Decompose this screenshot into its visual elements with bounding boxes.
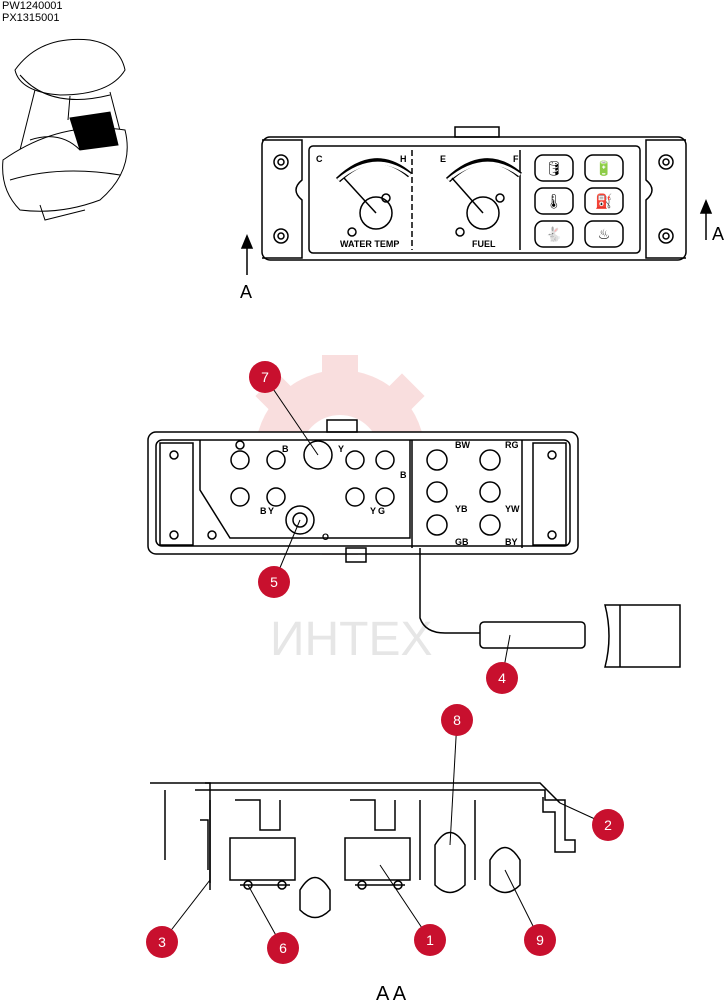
water-temp-label: WATER TEMP — [340, 239, 399, 249]
water-cold-mark: C — [316, 154, 323, 164]
wire-code-right-yb: YB — [455, 504, 468, 514]
wire-code-lower-left-b: B — [260, 506, 267, 516]
wire-code-lower-mid-b: G — [378, 506, 385, 516]
wire-code-center: O — [322, 532, 329, 542]
wire-code-lower-mid: Y — [370, 506, 376, 516]
part-code-2: PX1315001 — [2, 12, 60, 24]
wire-code-right-by: BY — [505, 537, 518, 547]
callout-8: 8 — [441, 704, 473, 736]
callout-7: 7 — [249, 361, 281, 393]
view-arrow-left-label: A — [240, 282, 252, 302]
fuel-pump-icon: ⛽ — [595, 193, 612, 210]
callouts: 7 5 4 8 2 3 6 1 9 — [146, 361, 624, 964]
coolant-icon: 🌡 — [545, 193, 563, 209]
callout-4: 4 — [486, 662, 518, 694]
view-arrow-right-label: A — [712, 224, 724, 244]
fuel-full-mark: F — [513, 154, 519, 164]
fuel-label: FUEL — [472, 239, 496, 249]
oil-pressure-icon: 🛢 — [545, 160, 563, 176]
wire-code-right-bw: BW — [455, 440, 470, 450]
svg-text:6: 6 — [279, 940, 287, 956]
watermark-text: ИНТЕХ — [270, 613, 433, 666]
fuel-empty-mark: E — [440, 154, 446, 164]
instrument-panel-rear — [147, 419, 579, 634]
water-hot-mark: H — [400, 154, 407, 164]
wire-code-upper-left-c: B — [400, 470, 407, 480]
bulb-socket — [479, 604, 681, 668]
svg-text:8: 8 — [453, 712, 461, 728]
battery-icon: 🔋 — [595, 160, 612, 177]
svg-text:5: 5 — [270, 574, 278, 590]
wire-code-right-gb: GB — [455, 537, 469, 547]
callout-2: 2 — [592, 809, 624, 841]
instrument-panel-front — [261, 126, 687, 261]
wire-code-right-yw: YW — [505, 504, 520, 514]
part-code-1: PW1240001 — [2, 0, 63, 12]
part-codes: PW1240001 PX1315001 — [2, 0, 63, 24]
section-aa — [150, 782, 576, 919]
svg-text:7: 7 — [261, 369, 269, 385]
svg-text:3: 3 — [158, 934, 166, 950]
svg-text:1: 1 — [426, 932, 434, 948]
wire-code-right-rg: RG — [505, 440, 519, 450]
callout-5: 5 — [258, 566, 290, 598]
section-view-label: A A — [376, 983, 407, 1000]
callout-3: 3 — [146, 926, 178, 958]
callout-1: 1 — [414, 924, 446, 956]
wire-code-lower-left-a: Y — [268, 506, 274, 516]
callout-9: 9 — [524, 924, 556, 956]
svg-text:9: 9 — [536, 932, 544, 948]
wire-code-upper-left-b: Y — [338, 444, 344, 454]
callout-6: 6 — [267, 932, 299, 964]
wire-code-upper-left-a: B — [282, 444, 289, 454]
lamp-icons: 🛢 🔋 🌡 ⛽ 🐇 ♨ — [545, 160, 613, 243]
preheat-icon: ♨ — [598, 226, 611, 242]
rabbit-icon: 🐇 — [545, 226, 562, 243]
svg-text:4: 4 — [498, 670, 506, 686]
view-arrows — [240, 199, 713, 275]
machine-thumbnail — [2, 38, 128, 221]
svg-text:2: 2 — [604, 817, 612, 833]
